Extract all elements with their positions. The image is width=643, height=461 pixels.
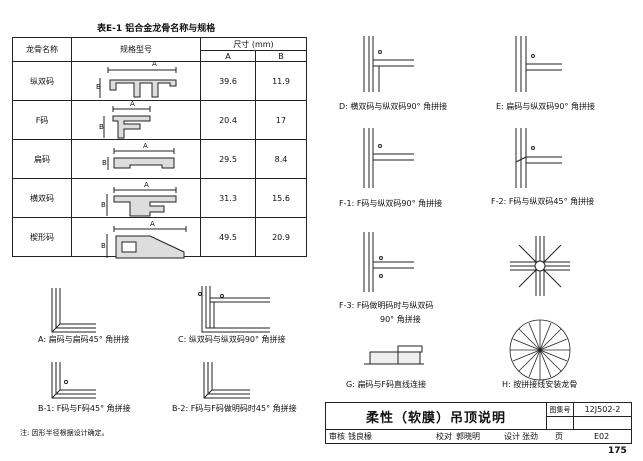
row-a: 29.5 bbox=[200, 139, 256, 179]
note-text: 注: 因形半径根据设计确定。 bbox=[20, 429, 109, 437]
caption-h: H: 按拼接线安装龙骨 bbox=[502, 380, 578, 389]
detail-a bbox=[51, 288, 96, 333]
check-name: 郭晓明 bbox=[456, 432, 480, 441]
caption-c: C: 纵双码与纵双码90° 角拼接 bbox=[178, 335, 286, 344]
dim-a-label: A bbox=[152, 60, 157, 68]
row-name: 扁码 bbox=[12, 139, 72, 179]
table-caption: 表E-1 铝合金龙骨名称与规格 bbox=[97, 24, 216, 34]
caption-a: A: 扁码与扁码45° 角拼接 bbox=[38, 335, 130, 344]
profile-hengshuangma bbox=[106, 187, 177, 217]
row-name: 横双码 bbox=[12, 178, 72, 218]
atlas-label: 图集号 bbox=[547, 403, 574, 417]
review-label: 审核 bbox=[329, 432, 345, 441]
caption-e: E: 扁码与纵双码90° 角拼接 bbox=[496, 102, 596, 111]
profile-fma bbox=[103, 106, 151, 139]
row-b: 17 bbox=[255, 100, 307, 140]
dim-b-label: B bbox=[96, 83, 101, 91]
caption-f3-line2: 90° 角拼接 bbox=[380, 315, 421, 324]
row-a: 49.5 bbox=[200, 217, 256, 257]
row-b: 15.6 bbox=[255, 178, 307, 218]
caption-f2: F-2: F码与纵双码45° 角拼接 bbox=[491, 197, 595, 206]
spec-table: 龙骨名称 规格型号 尺寸 (mm) A B 纵双码 39.6 11.9 F码 2… bbox=[12, 37, 307, 257]
dim-b-label: B bbox=[102, 159, 107, 167]
page-label: 页 bbox=[555, 432, 563, 441]
caption-b2: B-2: F码与F码做明码时45° 角拼接 bbox=[172, 404, 297, 413]
profile-xiexingma bbox=[106, 226, 187, 259]
caption-d: D: 横双码与纵双码90° 角拼接 bbox=[339, 102, 448, 111]
dim-a-label: A bbox=[144, 181, 149, 189]
detail-f1 bbox=[363, 128, 414, 188]
row-b: 20.9 bbox=[255, 217, 307, 257]
caption-f1: F-1: F码与纵双码90° 角拼接 bbox=[339, 199, 443, 208]
row-name: 楔形码 bbox=[12, 217, 72, 257]
profile-bianma bbox=[107, 148, 175, 170]
dim-a-label: A bbox=[150, 220, 155, 228]
detail-b1 bbox=[51, 362, 96, 399]
detail-f2 bbox=[515, 128, 562, 188]
detail-b2 bbox=[203, 362, 250, 399]
check-label: 校对 bbox=[436, 432, 452, 441]
row-b: 11.9 bbox=[255, 61, 307, 101]
design-label: 设计 bbox=[504, 432, 520, 441]
detail-c bbox=[198, 286, 270, 333]
caption-g: G: 扁码与F码直线连接 bbox=[346, 380, 427, 389]
dim-b-label: B bbox=[101, 201, 106, 209]
detail-g bbox=[364, 345, 424, 365]
detail-h2 bbox=[509, 319, 571, 381]
review-name: 钱良椽 bbox=[348, 432, 372, 441]
caption-f3-line1: F-3: F码做明码时与纵双码 bbox=[339, 301, 434, 310]
page-number: 175 bbox=[608, 446, 627, 456]
header-spec: 规格型号 bbox=[71, 37, 201, 62]
detail-e bbox=[515, 36, 562, 92]
title-block: 柔性（软膜）吊顶说明 图集号 12J502-2 审核 钱良椽 校对 郭晓明 设计… bbox=[325, 402, 632, 444]
detail-d bbox=[363, 36, 414, 92]
detail-f3 bbox=[363, 232, 414, 292]
dim-a-label: A bbox=[143, 142, 148, 150]
profile-zongshuangma bbox=[99, 67, 177, 98]
row-a: 39.6 bbox=[200, 61, 256, 101]
atlas-number: 12J502-2 bbox=[574, 403, 631, 417]
design-name: 张劲 bbox=[522, 432, 538, 441]
dim-a-label: A bbox=[130, 100, 135, 108]
table-row: 纵双码 39.6 11.9 bbox=[12, 61, 307, 101]
row-b: 8.4 bbox=[255, 139, 307, 179]
dim-b-label: B bbox=[99, 123, 104, 131]
page-code: E02 bbox=[594, 432, 610, 441]
drawing-title: 柔性（软膜）吊顶说明 bbox=[365, 410, 506, 426]
caption-b1: B-1: F码与F码45° 角拼接 bbox=[38, 404, 131, 413]
dim-b-label: B bbox=[101, 242, 106, 250]
signature-row: 审核 钱良椽 校对 郭晓明 设计 张劲 页 E02 bbox=[326, 430, 631, 443]
detail-h1 bbox=[510, 236, 570, 296]
